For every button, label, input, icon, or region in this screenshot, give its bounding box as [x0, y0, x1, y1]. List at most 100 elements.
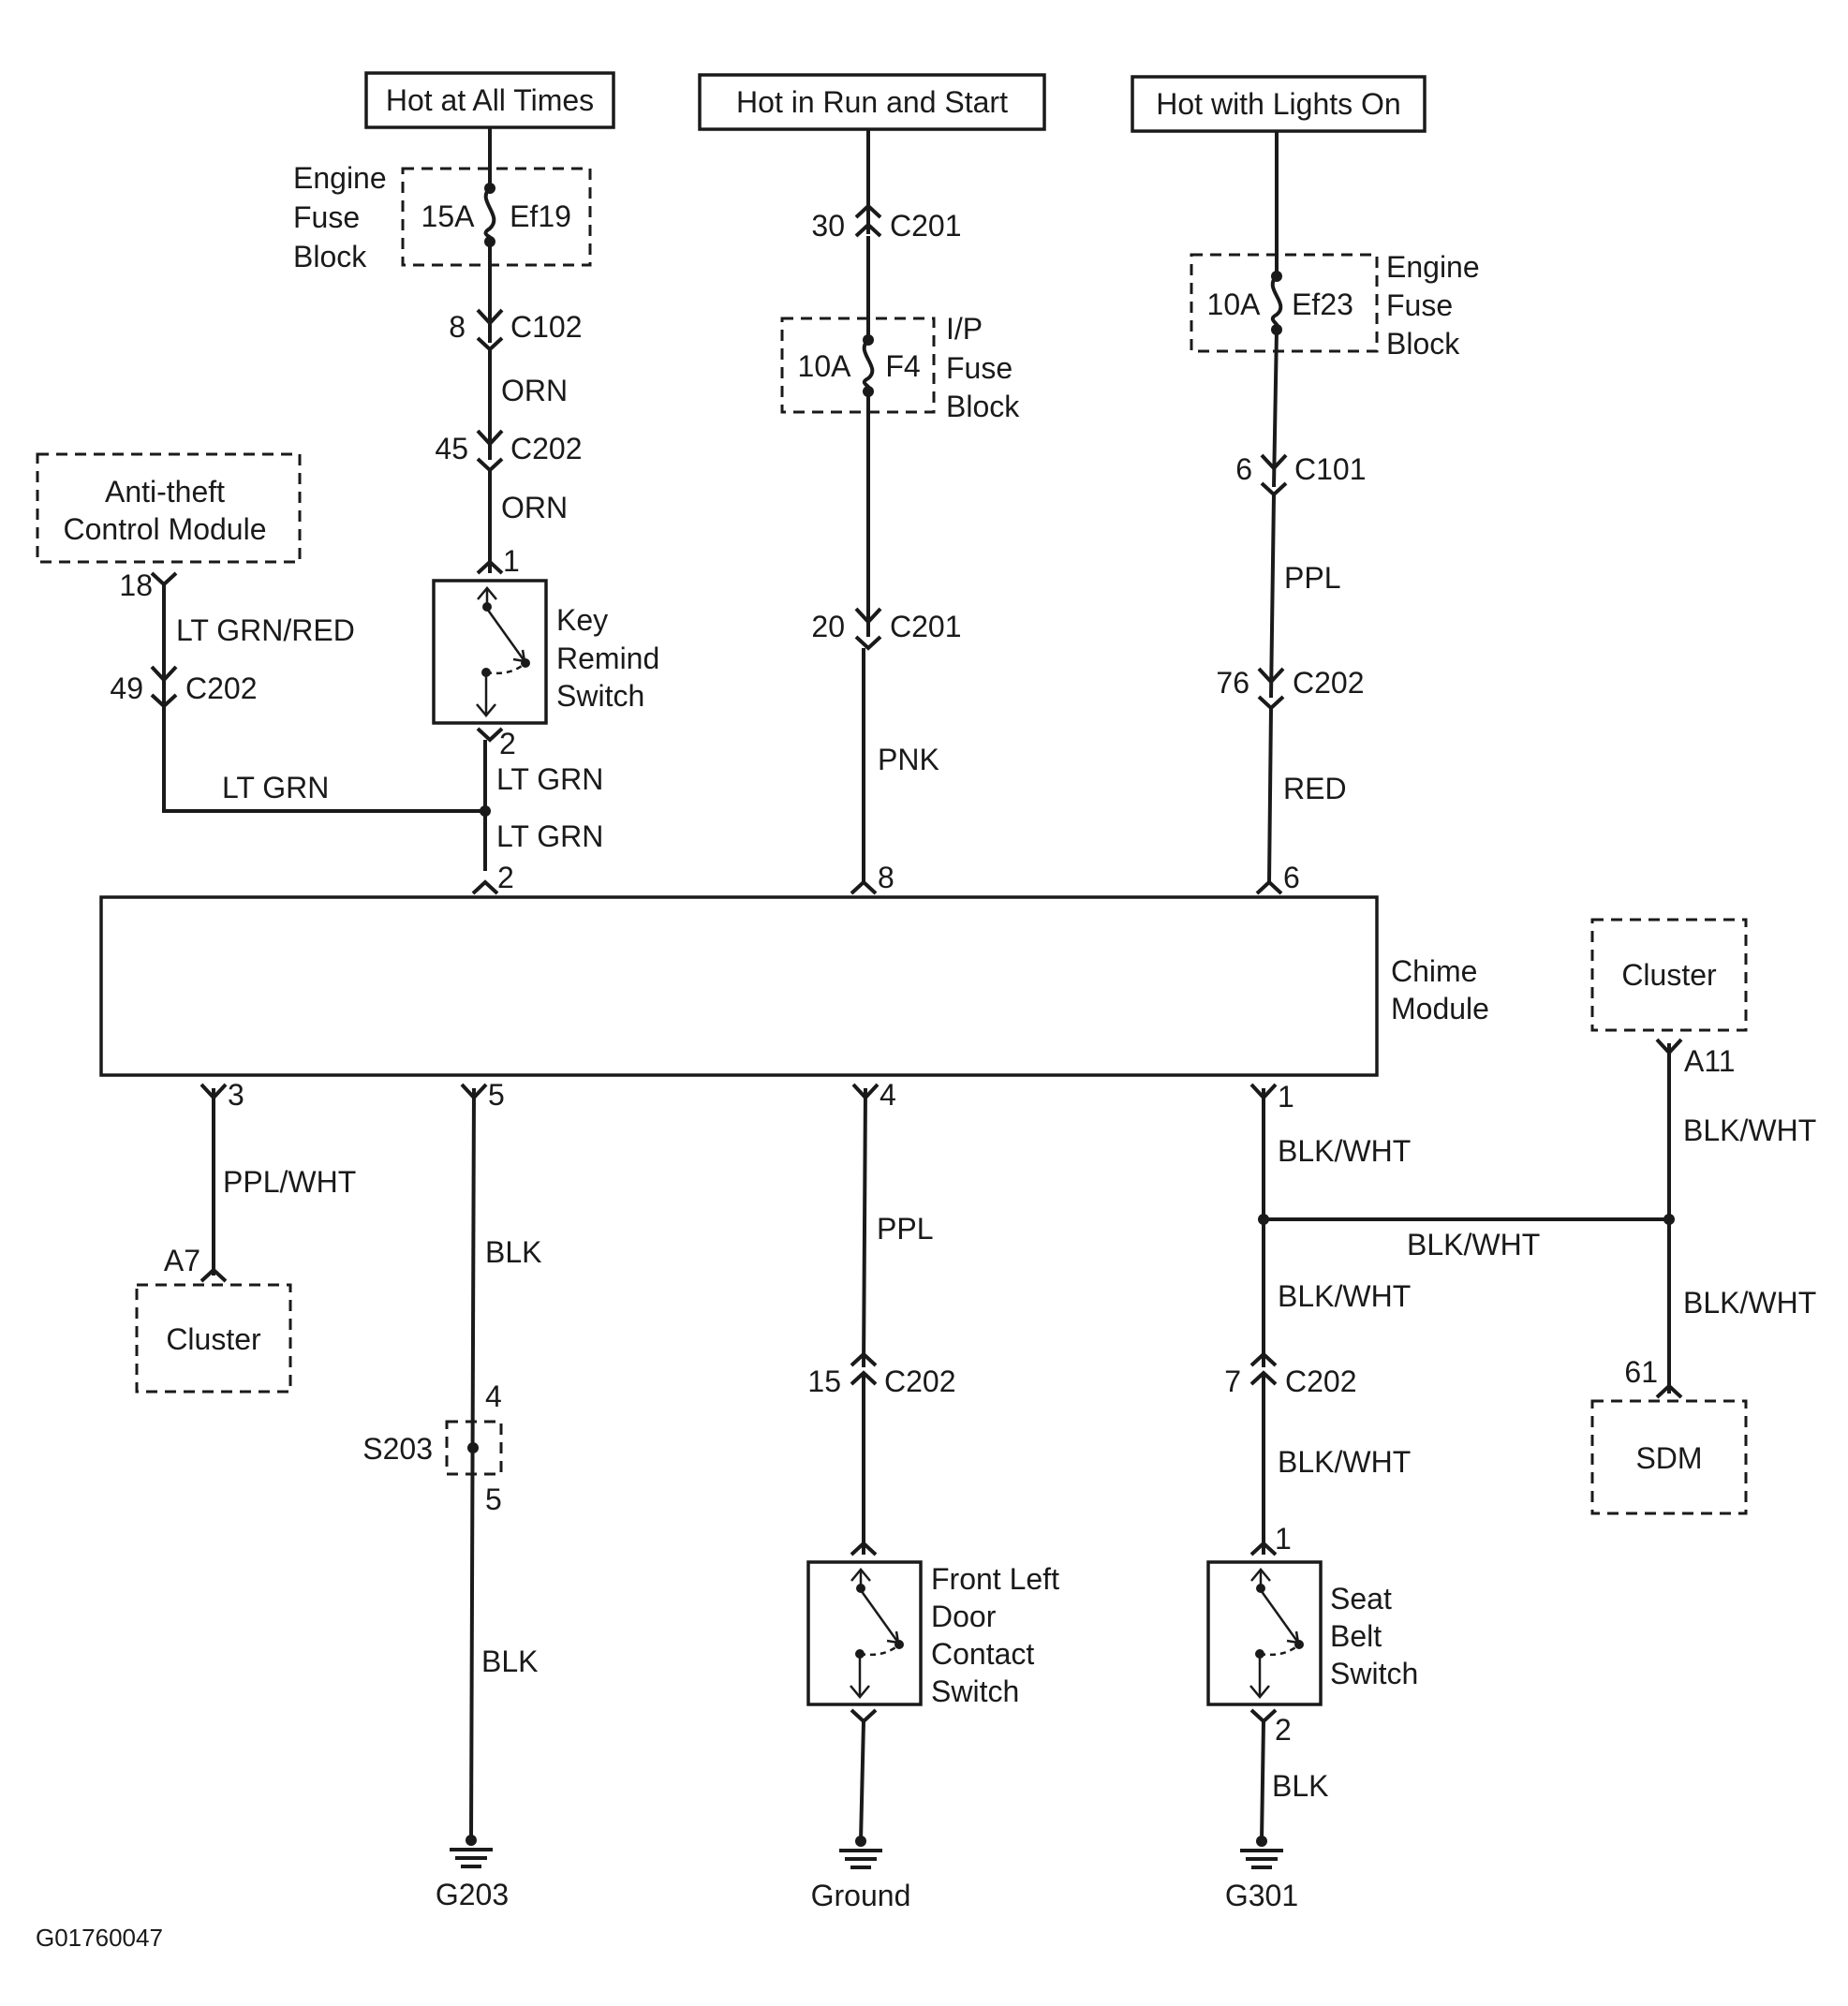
connector-c202-a-mate-icon	[476, 457, 504, 473]
wire-ef23-to-c101	[1272, 329, 1279, 488]
pin-8-chime: 8	[878, 861, 894, 894]
key-remind-switch-box	[432, 579, 548, 725]
wire-label-pnk: PNK	[878, 743, 939, 776]
pin-4-s203: 4	[485, 1379, 502, 1413]
fuse-f4-id: F4	[885, 349, 920, 383]
pin-45-c202: 45	[435, 432, 468, 465]
wire-label-ltgrn-red: LT GRN/RED	[176, 613, 355, 647]
seatbelt-label-line2: Belt	[1330, 1619, 1382, 1653]
antitheft-pin18-icon	[150, 571, 178, 587]
fuse-ef19-id: Ef19	[510, 199, 571, 233]
chime-module-box	[99, 895, 1379, 1077]
fuse-ef23-id: Ef23	[1292, 288, 1353, 321]
antitheft-module-box	[36, 452, 302, 564]
wire-label-ltgrn-upper: LT GRN	[496, 762, 603, 796]
chime-pin2-icon	[471, 879, 499, 895]
wire-label-blk-wht-sdm: BLK/WHT	[1683, 1286, 1816, 1320]
pin-7-c202: 7	[1224, 1364, 1241, 1398]
door-switch-bottom-pin-icon	[850, 1708, 878, 1724]
ground-g301-label: G301	[1225, 1879, 1298, 1912]
splice-s203-label: S203	[362, 1432, 433, 1466]
fuse-block-ef19	[401, 167, 592, 267]
door-switch-top-pin-icon	[850, 1541, 878, 1556]
wire-label-blk-g301: BLK	[1272, 1769, 1328, 1803]
splice-s203-box	[445, 1420, 503, 1476]
wire-label-blk-wht-1: BLK/WHT	[1278, 1134, 1411, 1168]
antitheft-label-line1: Anti-theft	[105, 475, 225, 509]
fuse-f4-block-line3: Block	[946, 390, 1020, 423]
key-remind-label-line1: Key	[556, 603, 608, 637]
seatbelt-pin1-icon	[1249, 1541, 1278, 1556]
fuse-ef19-rating: 15A	[421, 199, 476, 233]
wire-ppl-upper	[1269, 494, 1276, 699]
wire-label-ppl-lower: PPL	[877, 1212, 933, 1246]
fuse-ef19-block-line3: Block	[293, 240, 367, 273]
connector-c102-label: C102	[510, 310, 583, 344]
connector-c201-b-mate-icon	[854, 635, 882, 651]
cluster-a7-pin-icon	[200, 1267, 228, 1283]
connector-c202-label-e: C202	[1285, 1364, 1357, 1398]
key-remind-switch-icon	[476, 586, 530, 717]
fuse-ef23-block-line2: Fuse	[1386, 288, 1453, 322]
sdm-box	[1590, 1399, 1748, 1515]
key-remind-pin1-icon	[476, 559, 504, 575]
fuse-ef19-block-line2: Fuse	[293, 200, 360, 234]
connector-c202-b-icon	[150, 665, 178, 683]
connector-c202-d-icon	[850, 1351, 878, 1367]
ground-g301-icon	[1240, 1836, 1283, 1869]
pin-3-chime: 3	[228, 1078, 244, 1112]
pin-4-chime: 4	[880, 1078, 896, 1112]
wire-blk-chime-to-g203	[469, 1087, 476, 1841]
connector-c202-label-d: C202	[884, 1364, 956, 1398]
wire-label-ltgrn-lower: LT GRN	[496, 819, 603, 853]
cluster-right-box	[1590, 918, 1748, 1032]
wire-blk-seatbelt-to-g301	[1260, 1720, 1265, 1842]
wire-ppl-lower	[862, 1087, 867, 1368]
chime-pin8-icon	[850, 879, 878, 895]
door-switch-label-line1: Front Left	[931, 1562, 1059, 1596]
fuse-ef23-block-line3: Block	[1386, 327, 1460, 361]
door-switch-label-line2: Door	[931, 1600, 997, 1633]
door-switch-box	[806, 1560, 923, 1706]
wire-label-red: RED	[1283, 772, 1347, 805]
connector-c202-e-icon	[1249, 1351, 1278, 1367]
pin-1-key-remind: 1	[503, 544, 520, 578]
wire-label-ppl-upper: PPL	[1284, 561, 1340, 595]
fuse-block-ef23	[1190, 253, 1379, 353]
figure-id: G01760047	[36, 1924, 163, 1952]
connector-c202-label-a: C202	[510, 432, 583, 465]
source-label-hot-at-all-times: Hot at All Times	[386, 83, 594, 117]
wire-label-blk-upper: BLK	[485, 1235, 541, 1269]
fuse-f4-icon	[862, 334, 875, 397]
connector-c202-label-b: C202	[185, 671, 258, 705]
source-label-hot-in-run-and-start: Hot in Run and Start	[736, 85, 1008, 119]
key-remind-pin2-icon	[476, 727, 504, 743]
seatbelt-pin2-icon	[1249, 1708, 1278, 1724]
connector-c202-label-c: C202	[1293, 666, 1365, 700]
ground-door-label: Ground	[811, 1879, 911, 1912]
pin-6-chime: 6	[1283, 861, 1300, 894]
wire-label-orn-lower: ORN	[501, 491, 568, 524]
connector-c201-a-icon	[854, 203, 882, 219]
connector-c201-b-icon	[854, 607, 882, 625]
pin-1-chime: 1	[1278, 1080, 1294, 1114]
fuse-ef23-block-line1: Engine	[1386, 250, 1480, 284]
door-switch-icon	[850, 1568, 904, 1699]
door-switch-label-line3: Contact	[931, 1637, 1034, 1671]
seatbelt-label-line1: Seat	[1330, 1582, 1392, 1615]
connector-c101-icon	[1260, 453, 1288, 471]
ground-g203-icon	[450, 1835, 493, 1868]
sdm-pin61-icon	[1655, 1383, 1683, 1399]
sdm-label: SDM	[1635, 1441, 1702, 1475]
wire-label-ppl-wht: PPL/WHT	[223, 1165, 356, 1199]
fuse-f4-rating: 10A	[798, 349, 852, 383]
pin-15-c202: 15	[807, 1364, 841, 1398]
chime-module-label-line1: Chime	[1391, 954, 1477, 988]
key-remind-label-line3: Switch	[556, 679, 644, 713]
pin-1-seatbelt: 1	[1275, 1522, 1292, 1556]
connector-c201-label-a: C201	[890, 209, 962, 243]
seatbelt-switch-icon	[1249, 1568, 1304, 1699]
fuse-f4-block-line1: I/P	[946, 312, 983, 346]
wire-label-ltgrn-horizontal: LT GRN	[222, 771, 329, 804]
door-switch-label-line4: Switch	[931, 1674, 1019, 1708]
